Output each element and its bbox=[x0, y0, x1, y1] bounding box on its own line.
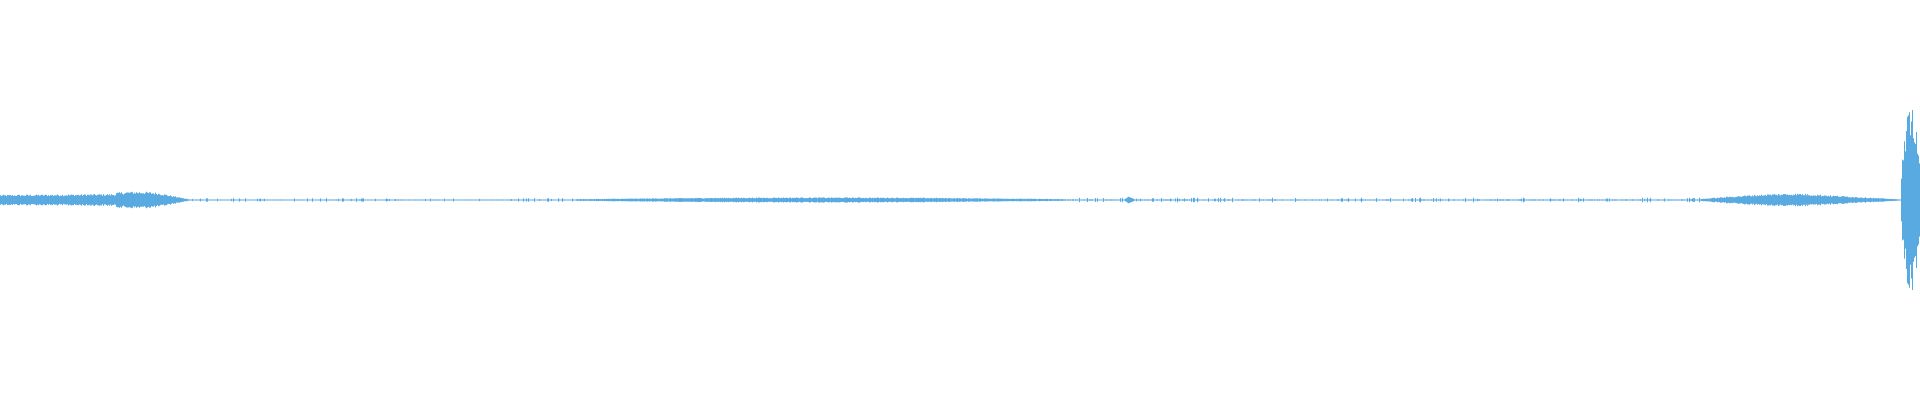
waveform-trace bbox=[0, 110, 1920, 290]
waveform-samples bbox=[0, 110, 1920, 290]
